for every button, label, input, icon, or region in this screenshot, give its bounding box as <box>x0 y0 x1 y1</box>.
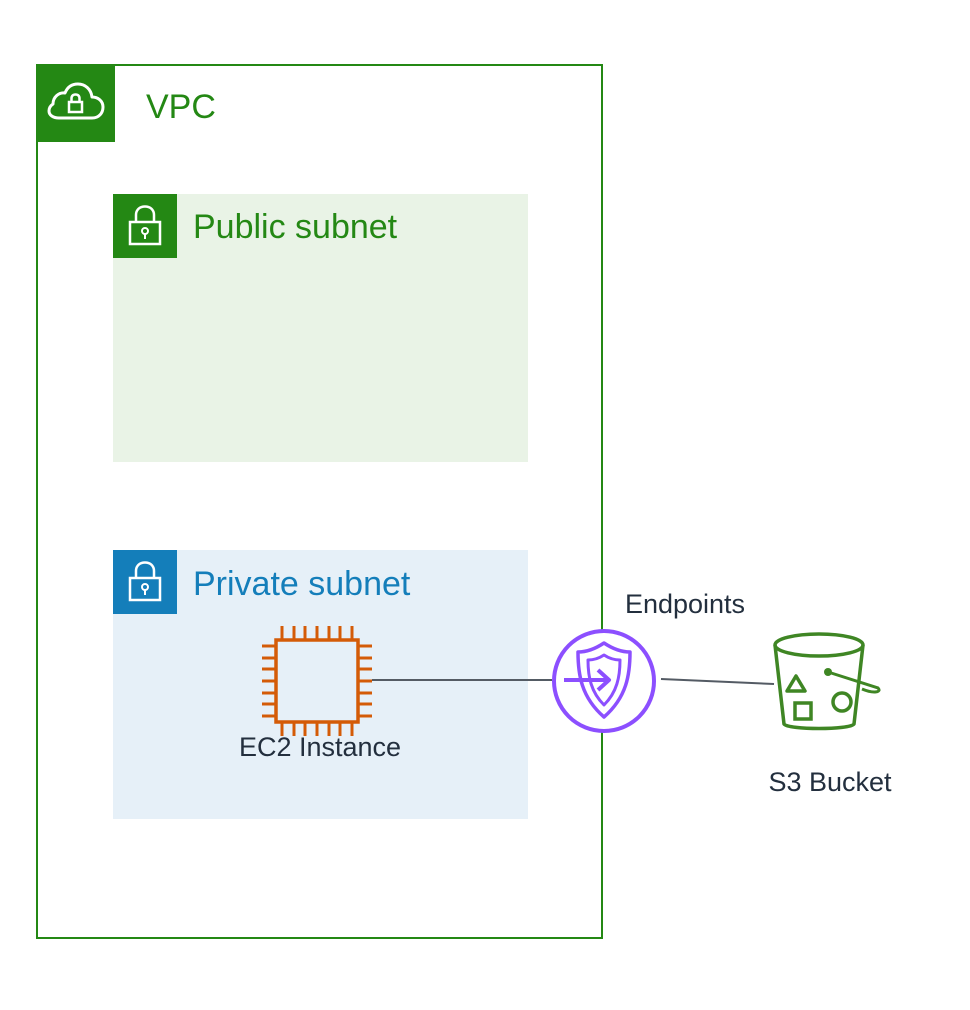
private-subnet-label: Private subnet <box>193 565 411 603</box>
public-subnet-group <box>113 194 528 462</box>
ec2-instance-label: EC2 Instance <box>238 732 402 762</box>
public-subnet-label: Public subnet <box>193 208 398 246</box>
connector-endpoint-to-s3 <box>660 678 775 685</box>
vpc-label: VPC <box>146 88 216 126</box>
s3-bucket-label: S3 Bucket <box>768 767 892 797</box>
shield-endpoint-icon <box>548 626 660 736</box>
private-subnet-padlock-icon <box>113 550 177 614</box>
public-subnet-padlock-icon <box>113 194 177 258</box>
s3-bucket-icon <box>770 628 882 738</box>
vpc-cloud-lock-icon <box>36 64 115 142</box>
private-subnet-group <box>113 550 528 819</box>
endpoint-label: Endpoints <box>624 589 746 619</box>
vpc-group <box>36 64 603 939</box>
ec2-chip-icon <box>262 626 372 736</box>
